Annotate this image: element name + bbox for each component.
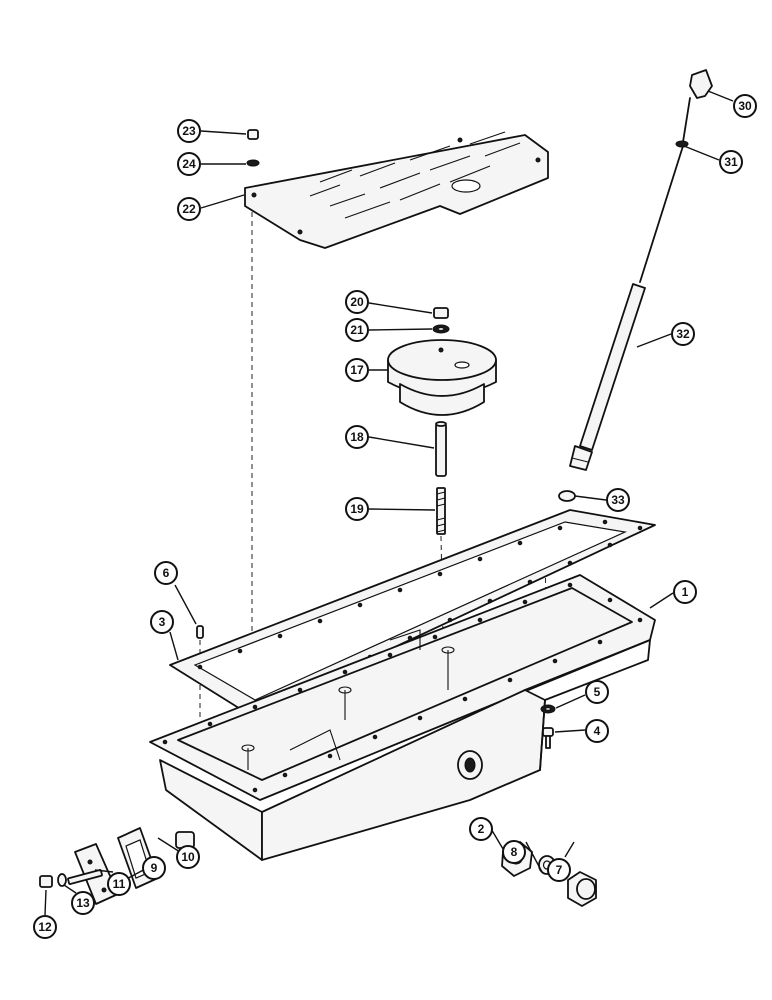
callout-31: 31 [719,150,743,174]
callout-label: 22 [182,202,196,216]
callout-5: 5 [585,680,609,704]
callout-32: 32 [671,322,695,346]
cover-stud [67,869,103,885]
callout-label: 23 [182,124,196,138]
baffle-washer [246,159,260,167]
callout-21: 21 [345,318,369,342]
callout-label: 32 [676,327,690,341]
oil-strainer [387,339,497,416]
callout-9: 9 [142,856,166,880]
baffle-plate [244,131,549,249]
callout-11: 11 [107,872,131,896]
callout-label: 11 [113,877,126,891]
callout-7: 7 [547,858,571,882]
oil-pan [149,574,656,861]
callout-label: 2 [478,822,485,836]
spacer-tube [435,421,447,477]
callout-22: 22 [177,197,201,221]
callout-1: 1 [673,580,697,604]
callout-23: 23 [177,119,201,143]
callout-label: 21 [350,323,364,337]
callout-label: 18 [350,430,364,444]
callout-30: 30 [733,94,757,118]
callout-label: 1 [682,585,689,599]
bolt [542,727,554,749]
callout-33: 33 [606,488,630,512]
tube-o-ring [558,490,576,502]
callout-label: 4 [594,724,601,738]
stud [436,487,446,535]
callout-label: 30 [738,99,752,113]
callout-label: 6 [163,566,170,580]
callout-label: 5 [594,685,601,699]
callout-13: 13 [71,891,95,915]
callout-label: 13 [76,896,90,910]
dipstick-seal-ring [675,140,689,148]
lock-washer [432,324,450,334]
callout-label: 19 [350,502,364,516]
callout-label: 12 [38,920,52,934]
callout-label: 10 [181,850,195,864]
callout-8: 8 [502,840,526,864]
nut [433,307,449,319]
cover-washer [57,873,67,887]
leader-lines [44,90,734,916]
callout-label: 24 [182,157,196,171]
washer [540,704,556,714]
callout-6: 6 [154,561,178,585]
callout-4: 4 [585,719,609,743]
callout-12: 12 [33,915,57,939]
callout-label: 20 [350,295,364,309]
callout-label: 33 [611,493,625,507]
callout-19: 19 [345,497,369,521]
dipstick [682,69,713,143]
callout-label: 17 [350,363,364,377]
callout-label: 7 [556,863,563,877]
dipstick-tube [569,145,684,471]
callout-2: 2 [469,817,493,841]
callout-label: 31 [724,155,738,169]
baffle-screw [247,129,259,140]
callout-20: 20 [345,290,369,314]
drain-plug [567,871,597,907]
callout-24: 24 [177,152,201,176]
callout-17: 17 [345,358,369,382]
callout-label: 9 [151,861,158,875]
callout-18: 18 [345,425,369,449]
callout-10: 10 [176,845,200,869]
callout-label: 3 [159,615,166,629]
dowel-pin [196,625,204,639]
cover-nut [39,875,53,888]
callout-3: 3 [150,610,174,634]
pan-gasket [169,509,656,716]
callout-label: 8 [511,845,518,859]
